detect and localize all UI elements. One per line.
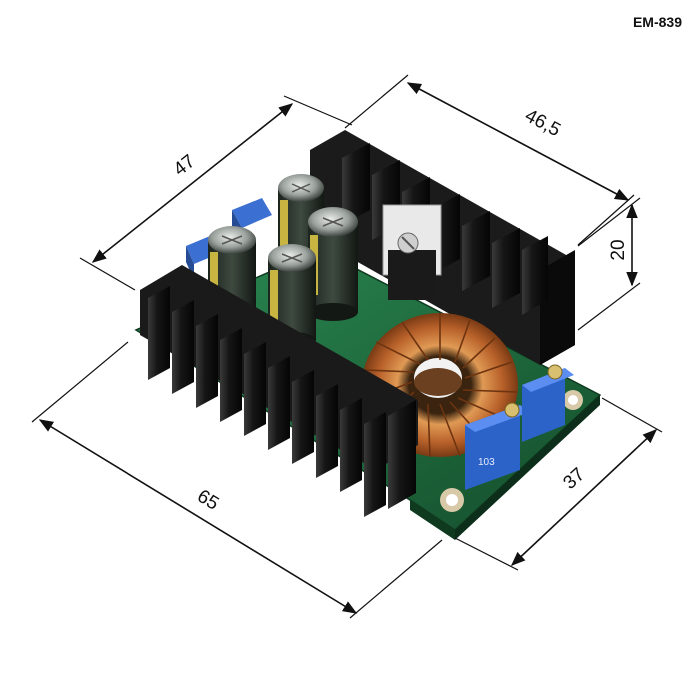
model-code-label: EM-839 (632, 14, 682, 30)
dimension-label: 65 (193, 486, 222, 515)
dimension-height: 20 (577, 197, 641, 331)
trimpot: 103 (465, 402, 530, 490)
trimpot (522, 364, 574, 442)
dimension-label: 47 (170, 151, 200, 181)
mounting-hole (563, 390, 583, 410)
transistor (382, 204, 442, 300)
dimension-label: 37 (559, 464, 589, 494)
heatsink-back (310, 130, 575, 365)
mounting-hole (440, 488, 464, 512)
trimpot-label: 103 (478, 457, 495, 468)
dimension-label: 20 (608, 239, 629, 260)
dimension-label: 46,5 (521, 105, 564, 141)
